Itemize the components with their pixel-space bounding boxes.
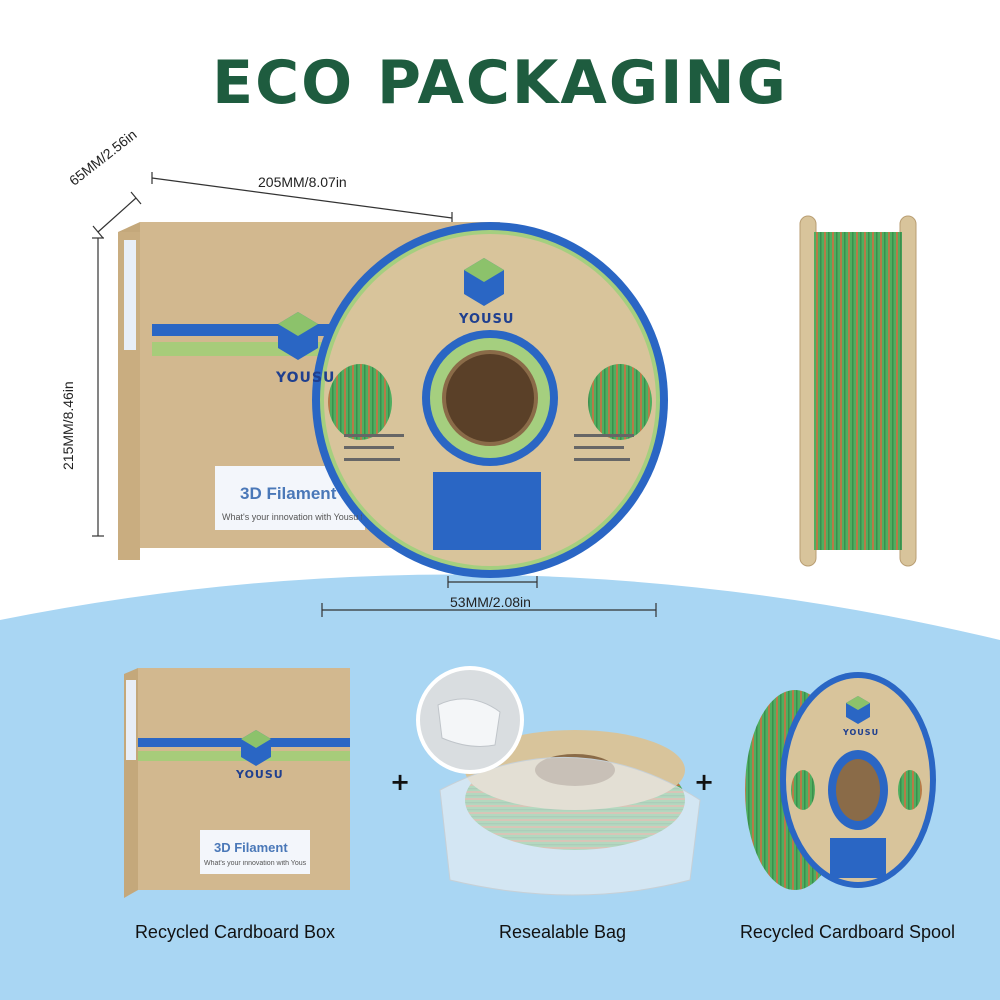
spool-brand-text: YOUSU xyxy=(459,312,515,327)
large-box-brand-text: YOUSU xyxy=(276,370,336,386)
large-box-tagline: What's your innovation with Yousu filame… xyxy=(222,512,362,522)
small-spool-brand-text: YOUSU xyxy=(843,728,880,737)
plus-sign-2: + xyxy=(694,768,715,796)
small-spool-logo-icon xyxy=(846,696,870,724)
small-box-label: 3D Filament xyxy=(214,840,288,855)
resealable-bag-spool xyxy=(439,730,701,896)
spool-logo-icon xyxy=(464,258,504,306)
caption-cardboard-spool: Recycled Cardboard Spool xyxy=(739,922,956,942)
bag-closeup-inset xyxy=(416,666,524,774)
large-spool-front xyxy=(312,222,668,578)
large-box-logo-icon xyxy=(278,312,318,360)
plus-sign-1: + xyxy=(390,768,411,796)
page-title: ECO PACKAGING xyxy=(212,48,788,118)
hub-dimension-label: 53MM/2.08in xyxy=(450,594,531,610)
small-box-logo-icon xyxy=(241,730,271,766)
small-box-brand-text: YOUSU xyxy=(236,768,284,781)
caption-resealable-bag: Resealable Bag xyxy=(498,922,627,942)
side-view-spool xyxy=(799,215,917,567)
small-cardboard-box xyxy=(124,668,350,898)
large-box-label: 3D Filament xyxy=(240,484,337,503)
small-cardboard-spool xyxy=(745,672,936,890)
caption-cardboard-box: Recycled Cardboard Box xyxy=(134,922,336,942)
small-box-tagline: What's your innovation with Yousu filame… xyxy=(204,860,306,867)
width-dimension-label: 205MM/8.07in xyxy=(258,174,347,190)
